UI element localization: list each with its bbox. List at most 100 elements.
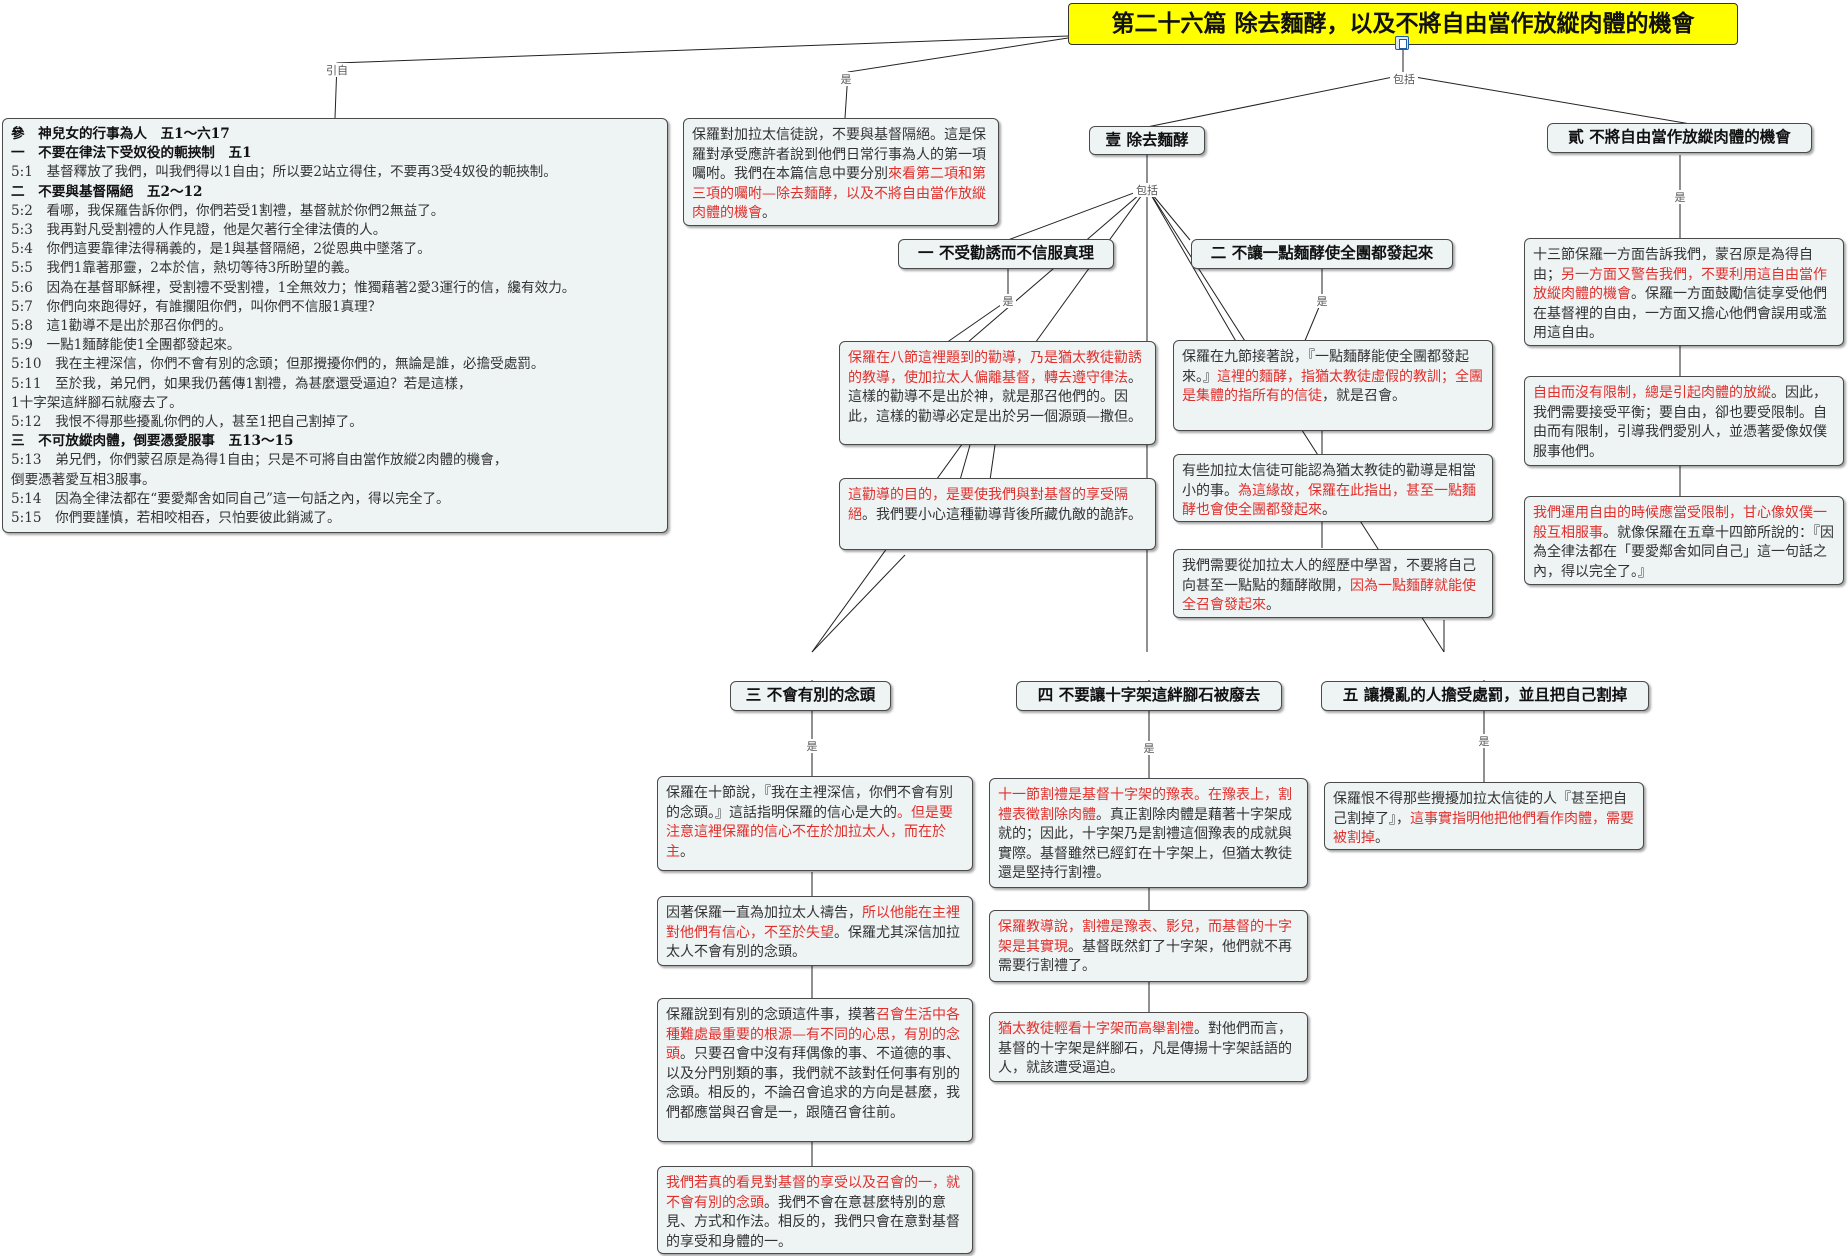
edge-label-include-root: 包括 [1393, 72, 1415, 86]
note-segment: 保羅在九節接著說，『一點麵酵能使全團都發起來。』 [1182, 349, 1469, 385]
note-segment: 來看第二項和第三項的囑咐—除去麵酵，以及不將自由當作放縱肉體的機會 [692, 166, 986, 221]
reference-verse: 5:6 因為在基督耶穌裡，受割禮不受割禮，1全無效力；惟獨藉著2愛3運行的信，纔… [11, 279, 576, 296]
note-segment: 。因此，我們需要接受平衡；要自由，卻也要受限制。自由而有限制，引導我們愛別人，並… [1533, 385, 1827, 460]
note-3b[interactable]: 因著保羅一直為加拉太人禱告，所以他能在主裡對他們有信心，不至於失望。保羅尤其深信… [657, 896, 973, 966]
reference-verse: 5:10 我在主裡深信，你們不會有別的念頭；但那攪擾你們的，無論是誰，必擔受處罰… [11, 356, 545, 373]
edge-label-is-h5: 是 [1479, 735, 1490, 748]
reference-verse: 倒要憑著愛互相3服事。 [11, 471, 156, 488]
edge-label-is-h1: 是 [1003, 295, 1014, 308]
edge-label-include-part1: 包括 [1136, 183, 1158, 197]
note-segment: 。保羅一方面鼓勵信徒享受他們在基督裡的自由，一方面又擔心他們會誤用或濫用這自由。 [1533, 286, 1827, 341]
note-segment: 保羅教導說，割禮是豫表、影兒，而基督的十字架是其實現 [998, 919, 1292, 955]
note-segment: 。我們不會在意甚麼特別的意見、方式和作法。相反的，我們只會在意對基督的享受和身體… [666, 1194, 960, 1250]
reference-verse: 5:1 基督釋放了我們，叫我們得以1自由；所以要2站立得住，不要再3受4奴役的軛… [11, 164, 557, 181]
note-segment: 保羅在八節這裡題到的勸導，乃是猶太教徒勸誘的教導，使加拉太人偏離基督，轉去遵守律… [848, 350, 1142, 386]
note-segment: 這事實指明他把他們看作肉體，需要被割掉 [1333, 810, 1634, 847]
note-5a[interactable]: 保羅恨不得那些攪擾加拉太信徒的人『甚至把自己割掉了』，這事實指明他把他們看作肉體… [1324, 782, 1644, 850]
edge-label-is-part2: 是 [1675, 191, 1686, 204]
note-1b[interactable]: 這勸導的目的，是要使我們與對基督的享受隔絕。我們要小心這種勸導背後所藏仇敵的詭詐… [839, 478, 1156, 550]
note-segment: 這勸導的目的，是要使我們與對基督的享受隔絕 [848, 487, 1128, 523]
reference-verse: 1十字架這絆腳石就廢去了。 [11, 394, 183, 411]
note-segment: 保羅恨不得那些攪擾加拉太信徒的人『甚至把自己割掉了』， [1333, 791, 1627, 827]
note-segment: 另一方面又警告我們，不要利用這自由當作放縱肉體的機會 [1533, 266, 1827, 303]
reference-verse: 5:5 我們1靠著那靈，2本於信，熱切等待3所盼望的義。 [11, 260, 358, 277]
note-p2a[interactable]: 十三節保羅一方面告訴我們，蒙召原是為得自由；另一方面又警告我們，不要利用這自由當… [1524, 238, 1844, 346]
note-segment: 。 [1266, 597, 1280, 613]
note-segment: 我們需要從加拉太人的經歷中學習，不要將自己向甚至一點點的麵酵敞開， [1182, 558, 1476, 594]
note-2c[interactable]: 我們需要從加拉太人的經歷中學習，不要將自己向甚至一點點的麵酵敞開，因為一點麵酵就… [1173, 549, 1493, 618]
subtopic-2[interactable]: 二 不讓一點麵酵使全團都發起來 [1191, 239, 1453, 269]
note-segment: 這裡的麵酵，指猶太教徒虛假的教訓；全團是集體的指所有的信徒 [1182, 368, 1483, 405]
subtopic-5[interactable]: 五 讓攪亂的人擔受處罰，並且把自己割掉 [1321, 681, 1649, 711]
edge-label-is-intro: 是 [841, 73, 852, 86]
note-segment: 所以他能在主裡對他們有信心，不至於失望 [666, 905, 960, 941]
edge-label-is-h3: 是 [807, 740, 818, 753]
note-icon[interactable] [1395, 36, 1409, 50]
note-2a[interactable]: 保羅在九節接著說，『一點麵酵能使全團都發起來。』這裡的麵酵，指猶太教徒虛假的教訓… [1173, 340, 1493, 431]
note-4a[interactable]: 十一節割禮是基督十字架的豫表。在豫表上，割禮表徵割除肉體。真正割除肉體是藉著十字… [989, 778, 1308, 888]
subtopic-4[interactable]: 四 不要讓十字架這絆腳石被廢去 [1016, 681, 1282, 711]
topic-part1-remove-leaven[interactable]: 壹 除去麵酵 [1089, 126, 1205, 155]
reference-verse: 5:3 我再對凡受割禮的人作見證，他是欠著行全律法債的人。 [11, 222, 387, 239]
subtopic-1[interactable]: 一 不受勸誘而不信服真理 [898, 239, 1114, 269]
note-4c[interactable]: 猶太教徒輕看十字架而高舉割禮。對他們而言，基督的十字架是絆腳石，凡是傳揚十字架話… [989, 1012, 1308, 1082]
note-segment: ，就是召會。 [1322, 388, 1406, 404]
edge-label-is-h2: 是 [1317, 295, 1328, 308]
note-segment: 。但是要注意這裡保羅的信心不在於加拉太人，而在於主 [666, 804, 953, 860]
note-segment: 十三節保羅一方面告訴我們，蒙召原是為得自由； [1533, 247, 1813, 283]
reference-verse: 5:2 看哪，我保羅告訴你們，你們若受1割禮，基督就於你們2無益了。 [11, 202, 445, 219]
note-segment: 自由而沒有限制，總是引起肉體的放縱 [1533, 385, 1771, 401]
reference-verse: 5:13 弟兄們，你們蒙召原是為得1自由；只是不可將自由當作放縱2肉體的機會， [11, 452, 508, 469]
note-segment: 為這緣故，保羅在此指出，甚至一點麵酵也會使全團都發起來 [1182, 482, 1476, 519]
note-segment: 。對他們而言，基督的十字架是絆腳石，凡是傳揚十字架話語的人，就該遭受逼迫。 [998, 1021, 1292, 1076]
intro-note[interactable]: 保羅對加拉太信徒說，不要與基督隔絕。這是保羅對承受應許者說到他們日常行事為人的第… [683, 118, 999, 226]
note-2b[interactable]: 有些加拉太信徒可能認為猶太教徒的勸導是相當小的事。為這緣故，保羅在此指出，甚至一… [1173, 454, 1493, 522]
note-3a[interactable]: 保羅在十節說，『我在主裡深信，你們不會有別的念頭。』這話指明保羅的信心是大的。但… [657, 776, 973, 871]
note-segment: 十一節割禮是基督十字架的豫表。在豫表上，割禮表徵割除肉體 [998, 787, 1292, 823]
reference-verse: 5:12 我恨不得那些擾亂你們的人，甚至1把自己割掉了。 [11, 414, 363, 431]
note-segment: 保羅對加拉太信徒說，不要與基督隔絕。這是保羅對承受應許者說到他們日常行事為人的第… [692, 127, 986, 182]
reference-verse: 5:4 你們這要靠律法得稱義的，是1與基督隔絕，2從恩典中墜落了。 [11, 241, 431, 258]
note-segment: 。 [1375, 830, 1389, 846]
note-segment: 。基督既然釘了十字架，他們就不再需要行割禮了。 [998, 938, 1292, 975]
reference-verse: 5:7 你們向來跑得好，有誰攔阻你們，叫你們不信服1真理？ [11, 298, 382, 315]
note-segment: 因為一點麵酵就能使全召會發起來 [1182, 577, 1476, 614]
edge-label-cite: 引自 [326, 63, 348, 77]
note-segment: 召會生活中各種難處最重要的根源—有不同的心思，有別的念頭 [666, 1007, 960, 1062]
note-segment: 。 [1322, 502, 1336, 518]
reference-verse: 5:8 這1勸導不是出於那召你們的。 [11, 318, 232, 335]
note-1a[interactable]: 保羅在八節這裡題到的勸導，乃是猶太教徒勸誘的教導，使加拉太人偏離基督，轉去遵守律… [839, 341, 1156, 445]
note-segment: 。只要召會中沒有拜偶像的事、不道德的事、以及分門別類的事，我們就不該對任何事有別… [666, 1046, 960, 1121]
note-segment: 。保羅尤其深信加拉太人不會有別的念頭。 [666, 924, 960, 961]
note-4b[interactable]: 保羅教導說，割禮是豫表、影兒，而基督的十字架是其實現。基督既然釘了十字架，他們就… [989, 910, 1308, 982]
reference-scripture-box[interactable]: 參 神兒女的行事為人 五1～六17 一 不要在律法下受奴役的軛挾制 五1 5:1 基… [2, 118, 668, 533]
note-segment: 因著保羅一直為加拉太人禱告， [666, 905, 862, 921]
reference-verse: 5:14 因為全律法都在“要愛鄰舍如同自己”這一句話之內，得以完全了。 [11, 490, 450, 507]
note-segment: 我們若真的看見對基督的享受以及召會的一，就不會有別的念頭 [666, 1175, 960, 1211]
note-segment: 。 [762, 205, 776, 221]
reference-heading: 參 神兒女的行事為人 五1～六17 [11, 126, 230, 142]
reference-heading: 一 不要在律法下受奴役的軛挾制 五1 [11, 145, 252, 162]
reference-verse: 5:9 一點1麵酵能使1全團都發起來。 [11, 337, 241, 354]
note-segment: 保羅在十節說，『我在主裡深信，你們不會有別的念頭。』這話指明保羅的信心是大的 [666, 785, 953, 821]
reference-verse: 5:11 至於我，弟兄們，如果我仍舊傳1割禮，為甚麼還受逼迫？若是這樣， [11, 375, 472, 392]
subtopic-3[interactable]: 三 不會有別的念頭 [730, 681, 891, 711]
note-p2b[interactable]: 自由而沒有限制，總是引起肉體的放縱。因此，我們需要接受平衡；要自由，卻也要受限制… [1524, 376, 1844, 466]
edge-label-is-h4: 是 [1144, 742, 1155, 755]
note-segment: 。真正割除肉體是藉著十字架成就的；因此，十字架乃是割禮這個豫表的成就與實際。基督… [998, 806, 1292, 882]
note-segment: 猶太教徒輕看十字架而高舉割禮 [998, 1021, 1194, 1037]
note-segment: 。 [680, 843, 694, 860]
note-segment: 。我們要小心這種勸導背後所藏仇敵的詭詐。 [862, 506, 1142, 523]
reference-heading: 三 不可放縱肉體，倒要憑愛服事 五13～15 [11, 433, 294, 450]
topic-part2-liberty[interactable]: 貳 不將自由當作放縱肉體的機會 [1547, 123, 1812, 153]
reference-verse: 5:15 你們要謹慎，若相咬相吞，只怕要彼此銷滅了。 [11, 510, 341, 527]
note-3d[interactable]: 我們若真的看見對基督的享受以及召會的一，就不會有別的念頭。我們不會在意甚麼特別的… [657, 1166, 973, 1254]
note-3c[interactable]: 保羅說到有別的念頭這件事，摸著召會生活中各種難處最重要的根源—有不同的心思，有別… [657, 998, 973, 1142]
note-p2c[interactable]: 我們運用自由的時候應當受限制，甘心像奴僕一般互相服事。就像保羅在五章十四節所說的… [1524, 496, 1844, 585]
note-segment: 。就像保羅在五章十四節所說的：『因為全律法都在「要愛鄰舍如同自己」這一句話之內，… [1533, 524, 1834, 580]
note-segment: 。這樣的勸導不是出於神，就是那召他們的。因此，這樣的勸導必定是出於另一個源頭—撒… [848, 369, 1142, 425]
note-segment: 有些加拉太信徒可能認為猶太教徒的勸導是相當小的事。 [1182, 463, 1476, 499]
reference-heading: 二 不要與基督隔絕 五2～12 [11, 183, 203, 200]
note-segment: 我們運用自由的時候應當受限制，甘心像奴僕一般互相服事 [1533, 505, 1827, 541]
note-segment: 保羅說到有別的念頭這件事，摸著 [666, 1007, 876, 1023]
